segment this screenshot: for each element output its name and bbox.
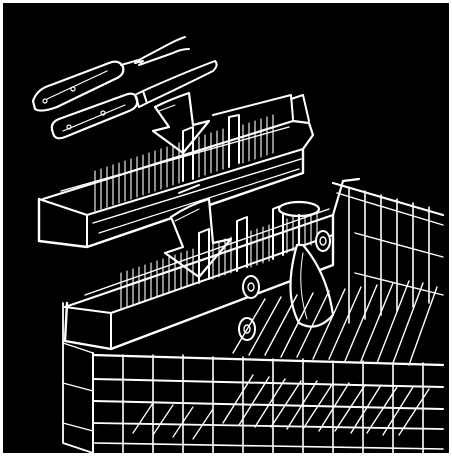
- illustration-panel: [3, 3, 449, 453]
- dish-rack-icon: [63, 183, 443, 453]
- dishwasher-illustration: [3, 3, 449, 453]
- down-arrow-icon: [153, 93, 209, 153]
